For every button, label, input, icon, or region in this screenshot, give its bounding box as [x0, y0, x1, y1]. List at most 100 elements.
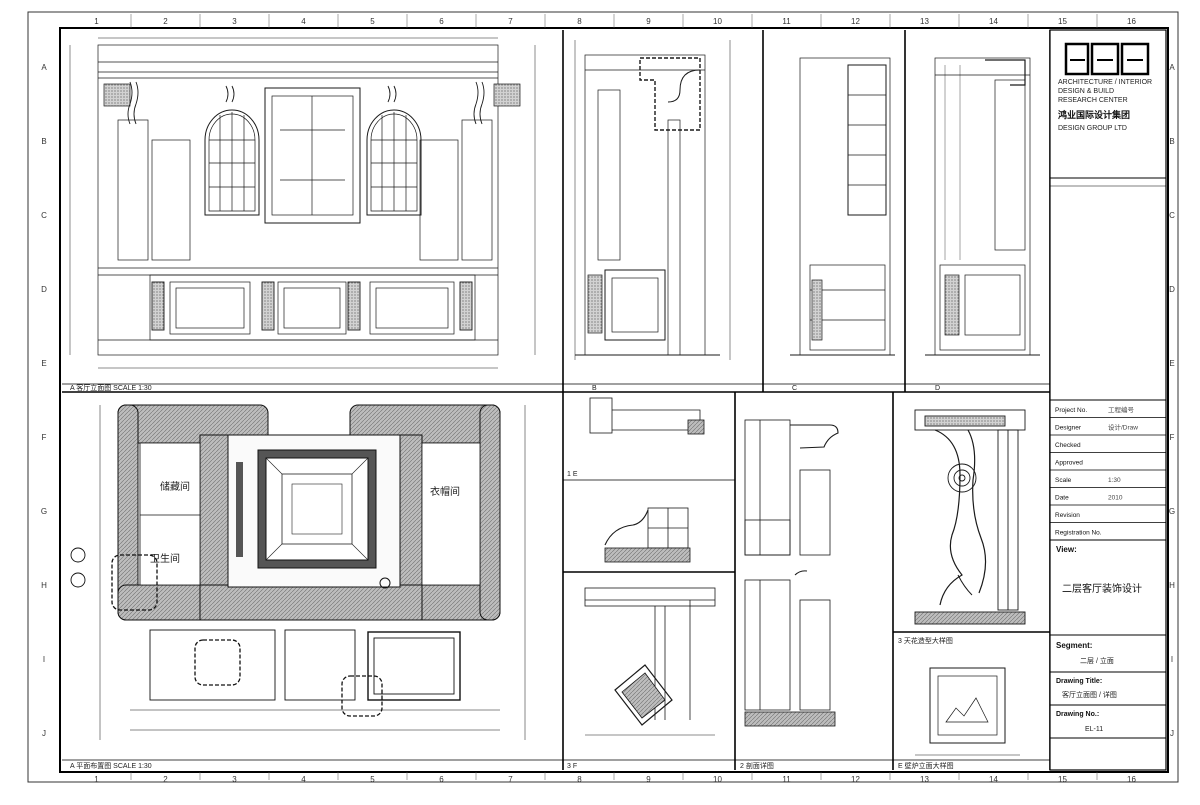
grid-column-label: 5: [370, 775, 375, 784]
section-c: [790, 57, 895, 356]
view-title-detail-e: 1 E: [567, 471, 578, 478]
grid-row-label: J: [1170, 729, 1174, 738]
grid-row-label: G: [41, 507, 47, 516]
grid-column-label: 10: [713, 17, 722, 26]
view-title-b: B: [592, 385, 597, 392]
detail-e: [589, 397, 705, 563]
vent-grille-right: [493, 83, 521, 107]
view-title-detail-f: 3 F: [567, 763, 577, 770]
detail-f: [584, 587, 716, 736]
title-block-field-scale-value: 1:30: [1108, 477, 1121, 484]
grid-column-label: 11: [782, 775, 791, 784]
inner-border: [59, 27, 1169, 773]
grid-column-label: 10: [713, 775, 722, 784]
elevation-a: [69, 37, 536, 369]
grid-row-label: C: [41, 211, 47, 220]
company-name-en-3: RESEARCH CENTER: [1058, 97, 1128, 104]
view-title-elevation-a: A 客厅立面图 SCALE 1:30: [70, 383, 152, 392]
grid-column-label: 3: [232, 17, 237, 26]
grid-column-label: 1: [94, 17, 99, 26]
title-block-field-project-value: 工程编号: [1108, 405, 1135, 414]
grid-row-label: E: [41, 359, 46, 368]
view-title-section-2: 2 剖面详图: [740, 761, 774, 770]
grid-column-label: 9: [646, 775, 651, 784]
arched-window-right: [366, 109, 422, 216]
title-block-field-checked-label: Checked: [1055, 442, 1081, 449]
grid-column-label: 1: [94, 775, 99, 784]
title-block-field-scale-label: Scale: [1055, 477, 1072, 484]
segment-value: 二层 / 立面: [1080, 656, 1114, 665]
view-title-fireplace: E 壁炉立面大样图: [898, 761, 954, 770]
grid-row-label: G: [1169, 507, 1175, 516]
drawing-title-label: Drawing Title:: [1056, 678, 1102, 685]
ceiling-detail: [915, 667, 1020, 756]
grid-column-label: 15: [1058, 775, 1067, 784]
company-name-cn: 鸿业国际设计集团: [1058, 109, 1130, 120]
room-label-storage: 储藏间: [160, 480, 190, 493]
room-label-bathroom: 卫生间: [150, 552, 180, 565]
grid-row-label: I: [43, 655, 45, 664]
fireplace-corbel-detail: [914, 409, 1026, 625]
grid-row-label: A: [41, 63, 47, 72]
drawing-title-cn: 二层客厅装饰设计: [1062, 582, 1142, 595]
grid-column-label: 13: [920, 17, 929, 26]
grid-row-label: H: [41, 581, 47, 590]
detail-section-2: [744, 419, 839, 727]
grid-column-label: 11: [782, 17, 791, 26]
grid-row-label: B: [41, 137, 46, 146]
grid-column-label: 14: [989, 775, 998, 784]
title-block-field-approved-label: Approved: [1055, 459, 1083, 466]
drawing-no-value: EL-11: [1085, 726, 1103, 733]
grid-row-label: I: [1171, 655, 1173, 664]
outer-border: [27, 11, 1179, 783]
grid-column-label: 12: [851, 17, 860, 26]
title-block-field-designer-label: Designer: [1055, 424, 1082, 431]
grid-column-label: 7: [508, 17, 513, 26]
grid-column-label: 14: [989, 17, 998, 26]
grid-column-label: 8: [577, 775, 582, 784]
title-block-field-revision-label: Revision: [1055, 512, 1080, 519]
arched-window-left: [204, 109, 260, 216]
grid-column-label: 13: [920, 775, 929, 784]
grid-row-label: B: [1169, 137, 1174, 146]
grid-column-label: 4: [301, 775, 306, 784]
grid-row-label: F: [42, 433, 47, 442]
view-label: View:: [1056, 545, 1077, 554]
grid-column-label: 7: [508, 775, 513, 784]
grid-row-label: D: [1169, 285, 1175, 294]
view-titles: A 客厅立面图 SCALE 1:30 B C D A 平面布置图 SCALE 1…: [70, 383, 954, 770]
grid-column-label: 3: [232, 775, 237, 784]
title-block-field-date-value: 2010: [1108, 494, 1123, 501]
company-logo: [1064, 42, 1150, 76]
grid-row-label: E: [1169, 359, 1174, 368]
view-title-plan: A 平面布置图 SCALE 1:30: [70, 761, 152, 770]
panel-dividers: [62, 30, 1051, 770]
grid-column-label: 16: [1127, 17, 1136, 26]
floor-plan: 储藏间 卫生间 衣帽间: [70, 404, 526, 740]
grid-column-label: 16: [1127, 775, 1136, 784]
title-block-field-registration-label: Registration No.: [1055, 529, 1102, 536]
title-block-field-project-label: Project No.: [1055, 407, 1087, 414]
grid-column-label: 12: [851, 775, 860, 784]
view-title-ceiling: 3 天花造型大样图: [898, 636, 953, 645]
grid-column-label: 6: [439, 775, 444, 784]
grid-column-label: 15: [1058, 17, 1067, 26]
view-title-c: C: [792, 385, 797, 392]
grid-row-label: A: [1169, 63, 1175, 72]
company-name-en-2: DESIGN & BUILD: [1058, 88, 1114, 95]
grid-column-label: 5: [370, 17, 375, 26]
grid-row-label: H: [1169, 581, 1175, 590]
grid-row-label: C: [1169, 211, 1175, 220]
grid-column-label: 9: [646, 17, 651, 26]
vent-grille-left: [103, 83, 131, 107]
section-b: [574, 40, 731, 360]
title-block-field-designer-value: 设计/Draw: [1108, 422, 1138, 431]
grid-column-label: 2: [163, 17, 168, 26]
grid-column-label: 6: [439, 17, 444, 26]
center-panel: [264, 87, 361, 224]
grid-row-label: F: [1170, 433, 1175, 442]
drawing-no-label: Drawing No.:: [1056, 711, 1099, 718]
grid-column-label: 8: [577, 17, 582, 26]
